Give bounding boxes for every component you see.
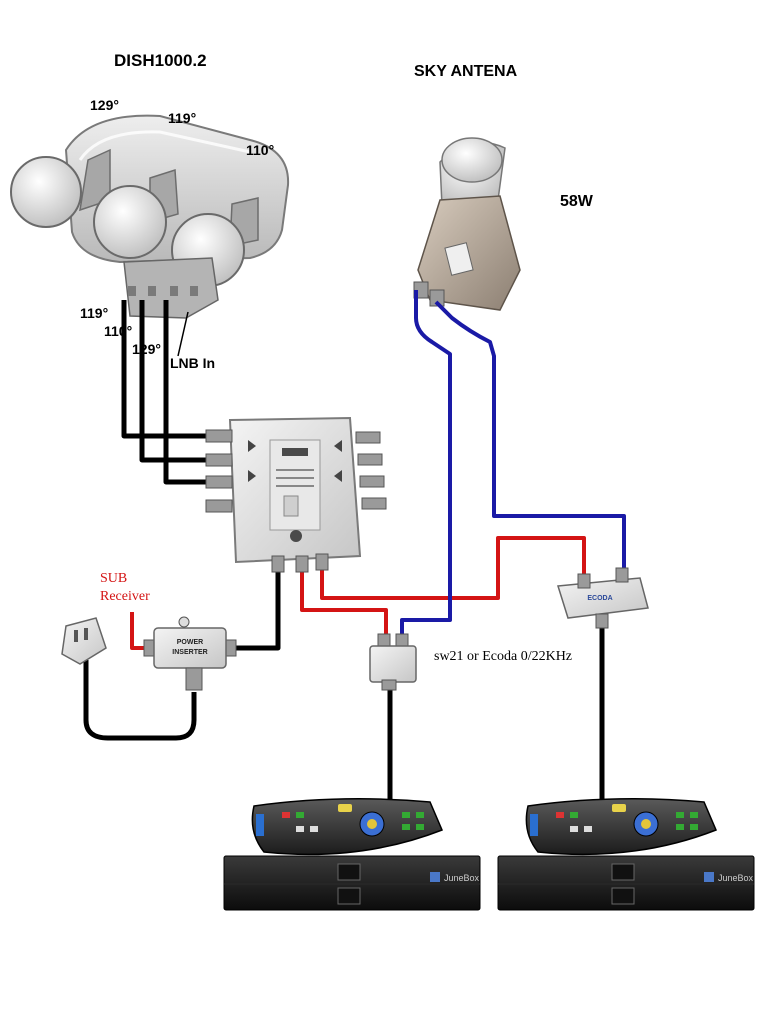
lnb-in-pointer	[177, 311, 189, 357]
coax-110	[139, 300, 212, 463]
lnb-in-label: LNB In	[170, 355, 215, 371]
receiver-brand-1: JuneBox	[444, 873, 480, 883]
sky-position-label: 58W	[560, 193, 594, 210]
power-inserter-line1: POWER	[177, 639, 203, 646]
set-top-box-icon: JuneBox	[223, 855, 481, 911]
cable-wall-adapter	[83, 660, 197, 741]
power-inserter-line2: INSERTER	[172, 649, 207, 656]
receiver-set-1: JuneBox	[223, 798, 481, 911]
sky-title: SKY ANTENA	[414, 63, 518, 80]
multiswitch-icon	[205, 416, 387, 573]
cable-sub-receiver	[130, 612, 146, 650]
receiver-set-2: JuneBox	[497, 798, 755, 911]
splitter-brand: ECODA	[587, 595, 612, 602]
set-top-box-icon: JuneBox	[497, 855, 755, 911]
coax-red-2	[320, 536, 586, 600]
lnb-out-110: 110°	[104, 323, 132, 339]
sub-receiver-line2: Receiver	[100, 589, 150, 604]
remote-control-icon	[251, 798, 443, 856]
coax-119	[121, 300, 212, 439]
dish-label-129: 129°	[90, 97, 119, 113]
coax-blue-1	[400, 290, 452, 640]
dish-title: DISH1000.2	[114, 51, 207, 70]
power-inserter-icon: POWER INSERTER	[143, 616, 237, 691]
dish-label-110: 110°	[246, 142, 274, 158]
lnb-out-119: 119°	[80, 305, 108, 321]
splitter-icon: ECODA	[557, 567, 649, 629]
coax-129	[163, 300, 212, 485]
coax-red-1	[300, 562, 388, 640]
coax-blue-2	[434, 300, 626, 578]
remote-control-icon	[525, 798, 717, 856]
wall-adapter-icon	[61, 617, 107, 665]
sub-receiver-line1: SUB	[100, 571, 127, 586]
coax-to-power-inserter	[232, 562, 281, 651]
dish-icon	[10, 114, 290, 319]
diseqc-switch-icon	[369, 633, 417, 691]
sky-lnb-icon	[413, 137, 521, 311]
switch-label: sw21 or Ecoda 0/22KHz	[434, 649, 572, 664]
dish-label-119: 119°	[168, 110, 196, 126]
receiver-brand-2: JuneBox	[718, 873, 754, 883]
lnb-out-129: 129°	[132, 341, 161, 357]
